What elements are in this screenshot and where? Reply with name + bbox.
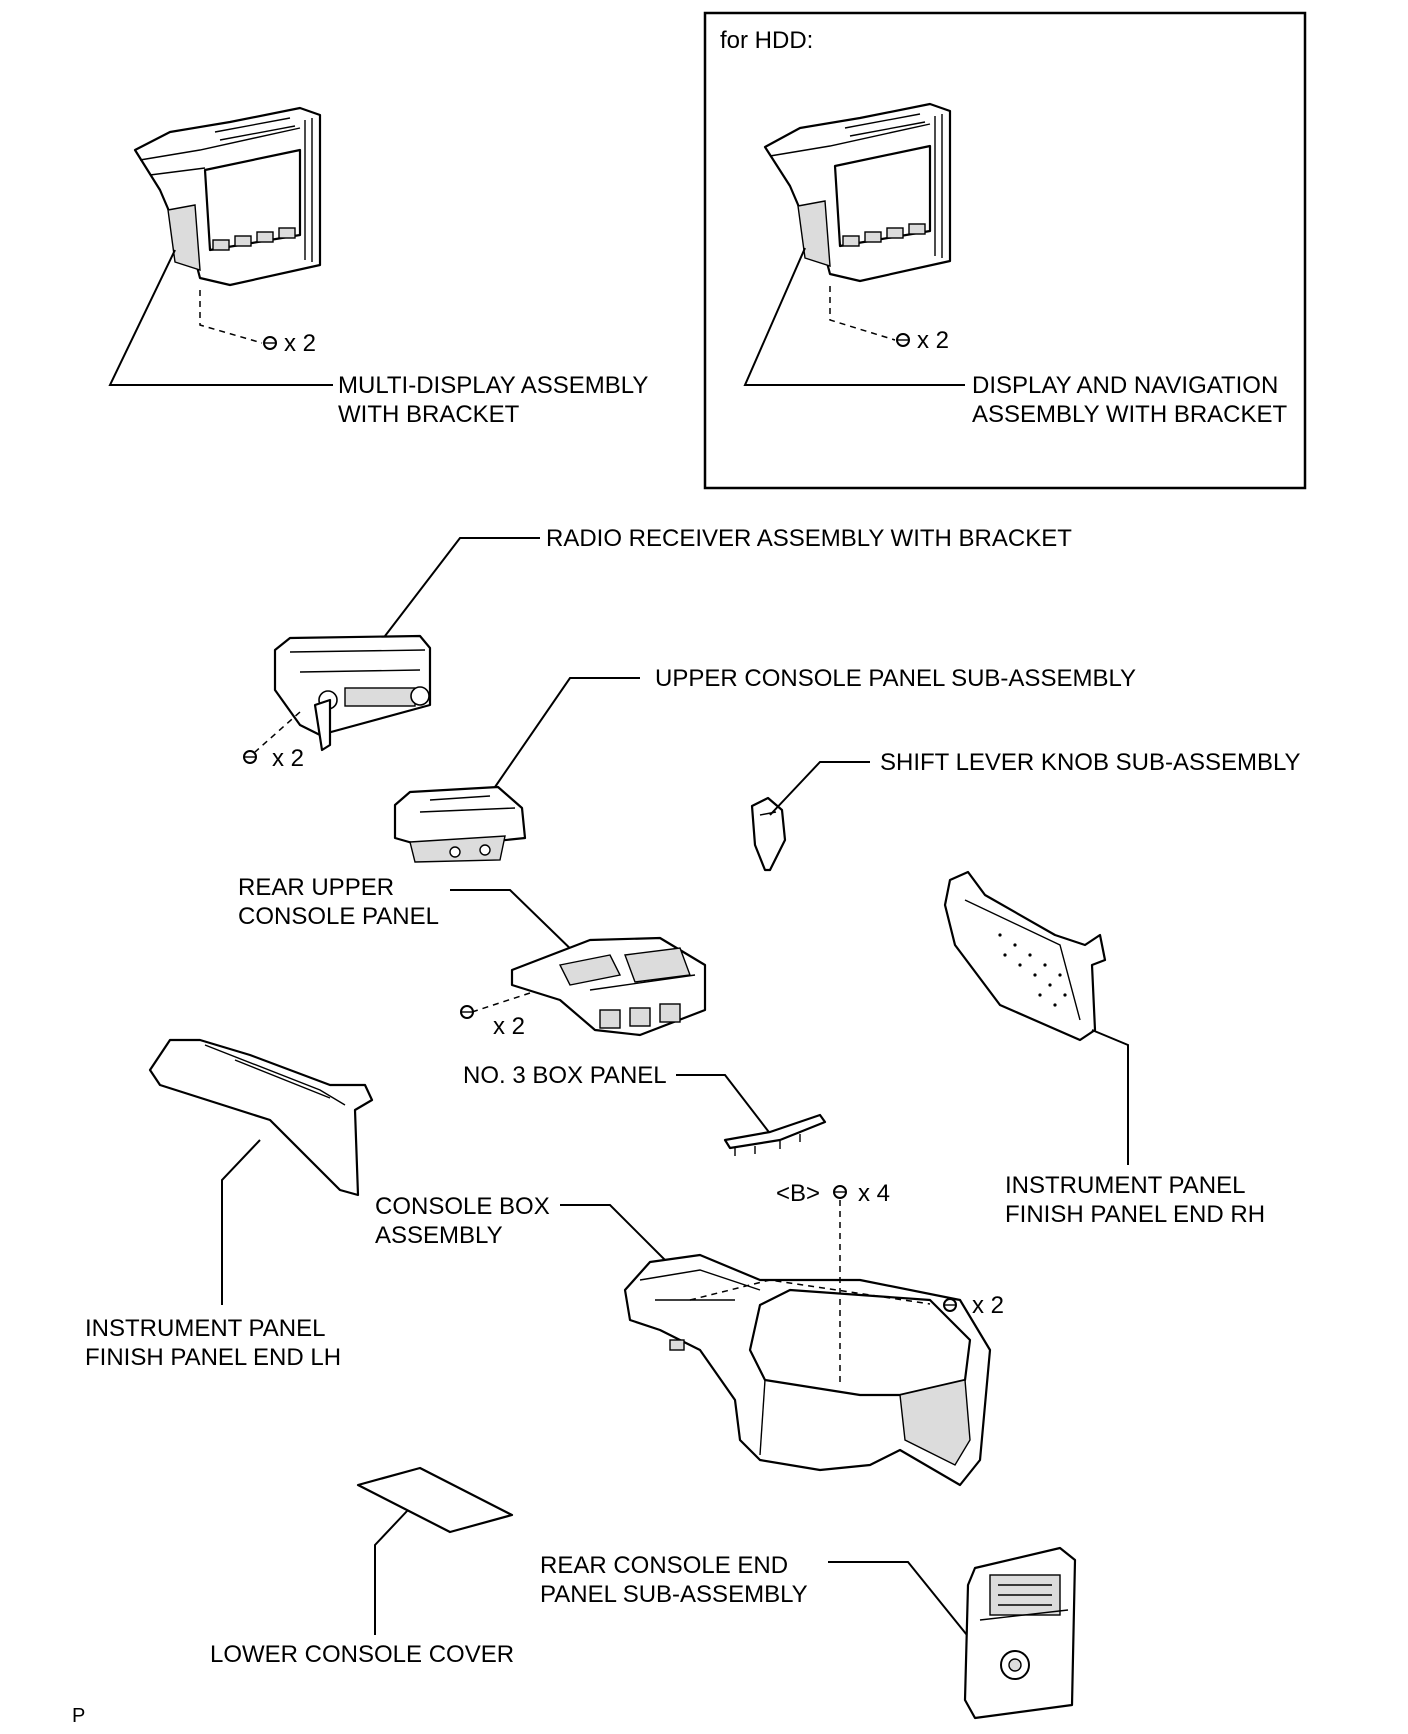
upper-console-panel-illustration (393, 785, 527, 863)
no3-box-panel-leader (676, 1074, 776, 1141)
instrument-panel-lh-leader (221, 1139, 261, 1305)
rear-upper-screw-leader (471, 992, 531, 1013)
console-box-label-line1: CONSOLE BOX (375, 1193, 550, 1220)
lower-console-cover-illustration (356, 1466, 514, 1534)
multi-display-screw-leader (199, 290, 263, 344)
hdd-box-title: for HDD: (720, 27, 813, 54)
rear-console-end-label-line1: REAR CONSOLE END (540, 1552, 788, 1579)
multi-display-leader (108, 249, 333, 386)
rear-upper-console-leader (450, 889, 583, 961)
footer-mark: P (72, 1705, 85, 1727)
instrument-panel-end-rh-illustration (943, 870, 1107, 1042)
rear-upper-console-label-line2: CONSOLE PANEL (238, 903, 439, 930)
console-box-side-screw-leader (689, 1279, 931, 1305)
upper-console-leader (494, 677, 640, 788)
radio-receiver-label: RADIO RECEIVER ASSEMBLY WITH BRACKET (546, 525, 1072, 552)
rear-upper-console-illustration (510, 936, 707, 1037)
shift-knob-label: SHIFT LEVER KNOB SUB-ASSEMBLY (880, 749, 1301, 776)
hdd-variant-box (703, 11, 1307, 490)
console-box-b-qty: x 4 (858, 1180, 890, 1207)
radio-screw-qty: x 2 (272, 745, 304, 772)
display-nav-screw-leader (829, 286, 896, 341)
shift-knob-leader (769, 761, 870, 816)
screw-icon (943, 1298, 957, 1312)
display-nav-label-line1: DISPLAY AND NAVIGATION (972, 372, 1278, 399)
multi-display-screw-qty: x 2 (284, 330, 316, 357)
radio-receiver-illustration (273, 634, 432, 752)
lower-console-cover-label: LOWER CONSOLE COVER (210, 1641, 514, 1668)
lower-console-cover-leader (374, 1509, 409, 1635)
instrument-panel-lh-label-line2: FINISH PANEL END LH (85, 1344, 341, 1371)
instrument-panel-end-lh-illustration (148, 1038, 374, 1197)
console-box-side-screw-qty: x 2 (972, 1292, 1004, 1319)
multi-display-label-line1: MULTI-DISPLAY ASSEMBLY (338, 372, 648, 399)
rear-console-end-leader (828, 1561, 976, 1646)
rear-upper-screw-qty: x 2 (493, 1013, 525, 1040)
rear-console-end-panel-illustration (963, 1546, 1077, 1720)
console-box-label-line2: ASSEMBLY (375, 1222, 503, 1249)
console-box-leader (560, 1204, 671, 1266)
screw-icon (896, 333, 910, 347)
screw-icon (833, 1185, 847, 1199)
console-box-illustration (623, 1253, 992, 1487)
no3-box-panel-label: NO. 3 BOX PANEL (463, 1062, 667, 1089)
instrument-panel-rh-label-line2: FINISH PANEL END RH (1005, 1201, 1265, 1228)
rear-upper-console-label-line1: REAR UPPER (238, 874, 394, 901)
radio-receiver-leader (384, 537, 540, 637)
upper-console-label: UPPER CONSOLE PANEL SUB-ASSEMBLY (655, 665, 1136, 692)
display-nav-leader (743, 247, 965, 386)
rear-console-end-label-line2: PANEL SUB-ASSEMBLY (540, 1581, 808, 1608)
screw-icon (460, 1005, 474, 1019)
multi-display-assembly-illustration (133, 106, 322, 287)
screw-icon (243, 750, 257, 764)
instrument-panel-lh-label-line1: INSTRUMENT PANEL (85, 1315, 325, 1342)
instrument-panel-rh-leader (1091, 1029, 1129, 1165)
console-box-b-mark: <B> (776, 1180, 820, 1207)
display-navigation-assembly-illustration (763, 102, 952, 283)
display-nav-label-line2: ASSEMBLY WITH BRACKET (972, 401, 1288, 428)
no3-box-panel-illustration (723, 1113, 827, 1156)
display-nav-screw-qty: x 2 (917, 327, 949, 354)
instrument-panel-rh-label-line1: INSTRUMENT PANEL (1005, 1172, 1245, 1199)
screw-icon (263, 336, 277, 350)
shift-knob-illustration (750, 796, 787, 872)
multi-display-label-line2: WITH BRACKET (338, 401, 520, 428)
